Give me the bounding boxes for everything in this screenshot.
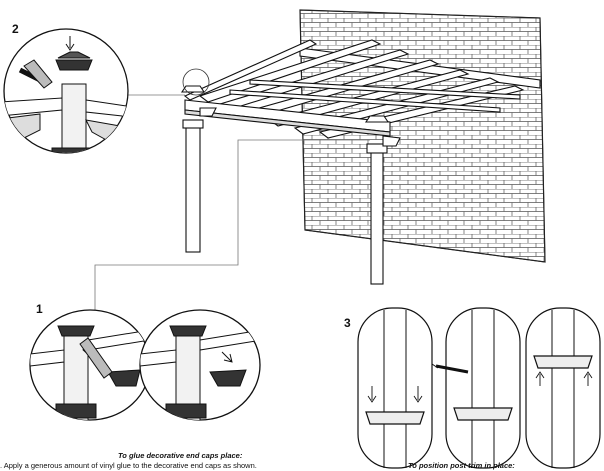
end-caps-caption-title: To glue decorative end caps place: <box>118 451 243 460</box>
detail-1a-circle <box>29 309 151 421</box>
detail-2-circle <box>3 28 129 154</box>
step-2-label: 2 <box>12 22 19 36</box>
step-1-label: 1 <box>36 302 43 316</box>
pergola <box>180 39 541 285</box>
post-trim-caption-title: To position post trim in place: <box>408 461 515 470</box>
callout-lines <box>94 68 370 320</box>
detail-3-panels <box>357 307 601 469</box>
step-3-label: 3 <box>344 316 351 330</box>
end-caps-caption-text: . Apply a generous amount of vinyl glue … <box>0 461 257 470</box>
detail-1b-circle <box>139 309 261 421</box>
